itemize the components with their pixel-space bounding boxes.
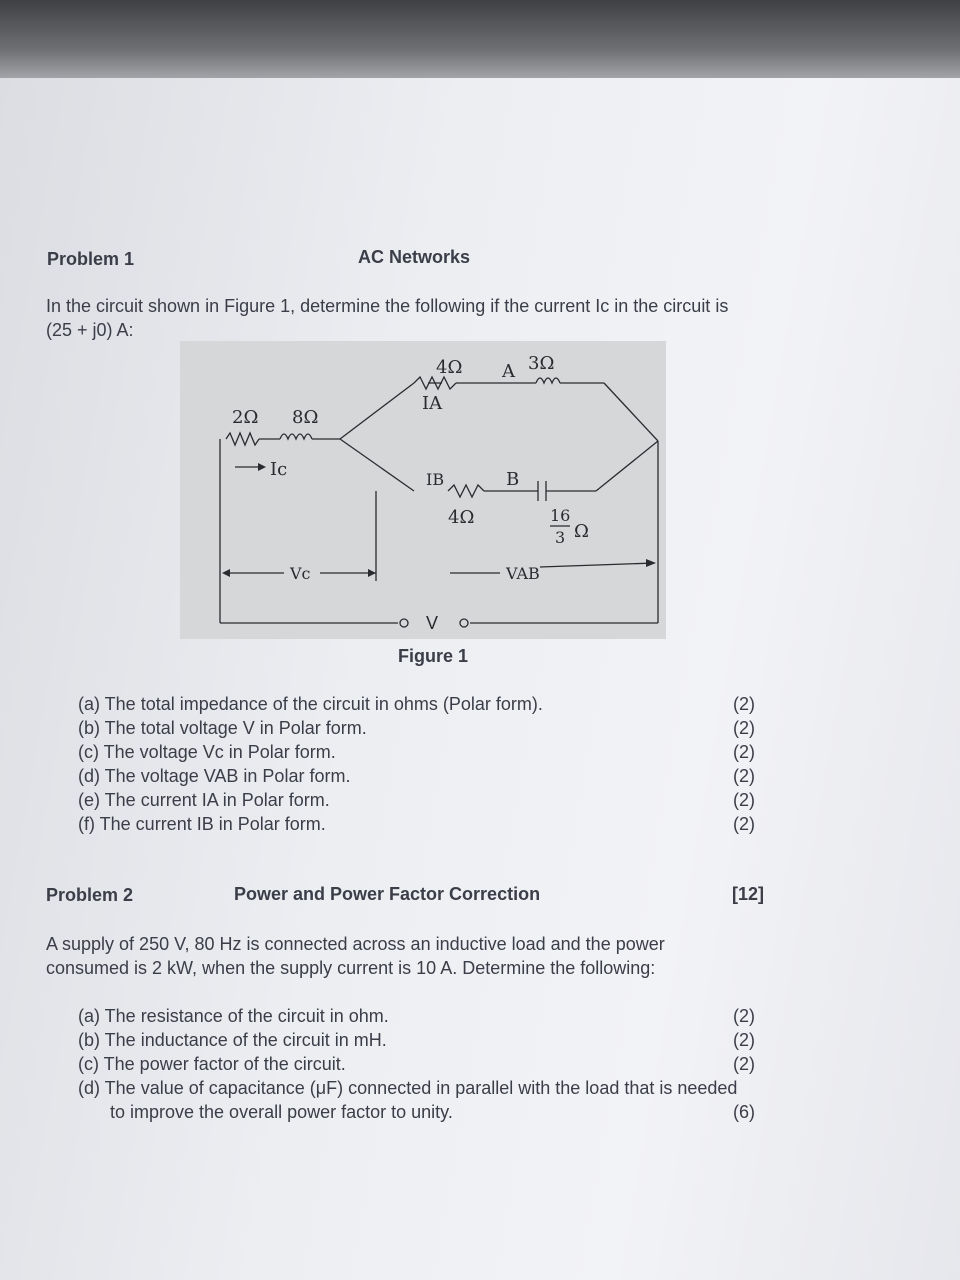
problem2-mark-list: (2) (2) (2) (6) [733,1004,755,1124]
problem2-mark-b: (2) [733,1030,755,1050]
problem1-intro: In the circuit shown in Figure 1, determ… [46,294,728,342]
problem2-intro-line2: consumed is 2 kW, when the supply curren… [46,958,656,978]
circuit-diagram: 2Ω 8Ω 4Ω A 3Ω IA Ic IB B 4Ω 16 3 Ω Vc VA… [219,353,659,633]
problem1-question-b: (b) The total voltage V in Polar form. [78,718,367,738]
resistor-2ohm [225,431,260,447]
problem2-topic: Power and Power Factor Correction [234,884,541,904]
exam-paper [0,78,960,1280]
problem2-question-list: (a) The resistance of the circuit in ohm… [78,1004,737,1124]
label-ohm-unit: Ω [574,521,589,542]
problem2-mark-d-cont: (6) [733,1102,755,1122]
upper-branch-right [603,382,659,442]
problem1-mark-list: (2) (2) (2) (2) (2) (2) [733,692,755,836]
problem2-question-d: (d) The value of capacitance (μF) connec… [78,1078,738,1098]
problem2-question-d-cont: to improve the overall power factor to u… [110,1102,453,1122]
problem2-heading: Problem 2 [46,885,134,905]
problem2-question-b: (b) The inductance of the circuit in mH. [78,1030,387,1050]
lower-branch-right [595,440,659,492]
label-2ohm: 2Ω [232,407,258,428]
problem2-mark-d [733,1076,755,1100]
problem1-question-f: (f) The current IB in Polar form. [78,814,326,834]
label-node-b: B [506,469,519,490]
terminal-right [459,618,469,628]
problem1-mark-b: (2) [733,718,755,738]
problem1-topic: AC Networks [358,247,471,267]
label-16: 16 [550,506,570,525]
upper-branch-left [339,382,415,440]
problem1-mark-e: (2) [733,790,755,810]
vab-arrow-right [539,562,655,568]
problem2-mark-c: (2) [733,1054,755,1074]
inductor-3ohm [535,377,561,385]
label-4ohm-b: 4Ω [448,507,474,528]
problem1-question-a: (a) The total impedance of the circuit i… [78,694,543,714]
problem2-question-c: (c) The power factor of the circuit. [78,1054,346,1074]
lower-branch-left [339,438,415,492]
label-node-a: A [501,361,516,382]
resistor-4ohm-b [447,483,485,499]
label-ic: Ic [270,459,287,480]
terminal-left [399,618,409,628]
label-8ohm: 8Ω [292,407,318,428]
problem1-mark-f: (2) [733,814,755,834]
circuit-figure: 2Ω 8Ω 4Ω A 3Ω IA Ic IB B 4Ω 16 3 Ω Vc VA… [180,341,666,639]
label-3ohm: 3Ω [528,353,554,374]
problem1-intro-line2: (25 + j0) A: [46,320,134,340]
problem1-mark-d: (2) [733,766,755,786]
problem2-intro: A supply of 250 V, 80 Hz is connected ac… [46,932,665,980]
label-v: V [426,613,438,633]
label-4ohm-a: 4Ω [436,357,462,378]
problem2-question-a: (a) The resistance of the circuit in ohm… [78,1006,389,1026]
inductor-8ohm [279,433,313,441]
label-vab: VAB [505,564,540,583]
problem2-intro-line1: A supply of 250 V, 80 Hz is connected ac… [46,934,665,954]
problem2-total-mark: [12] [732,884,765,904]
problem1-intro-line1: In the circuit shown in Figure 1, determ… [46,296,729,316]
label-vc: Vc [289,564,311,583]
label-3: 3 [555,528,565,547]
problem1-heading: Problem 1 [47,249,135,269]
photo-background [0,0,960,82]
problem1-mark-c: (2) [733,742,755,762]
figure-caption: Figure 1 [398,646,469,666]
problem1-question-c: (c) The voltage Vc in Polar form. [78,742,336,762]
problem2-mark-a: (2) [733,1006,755,1026]
problem1-mark-a: (2) [733,694,755,714]
label-ib: IB [426,470,444,489]
problem1-question-d: (d) The voltage VAB in Polar form. [78,766,351,786]
problem1-question-e: (e) The current IA in Polar form. [78,790,330,810]
problem1-question-list: (a) The total impedance of the circuit i… [78,692,543,836]
label-ia: IA [422,393,443,414]
